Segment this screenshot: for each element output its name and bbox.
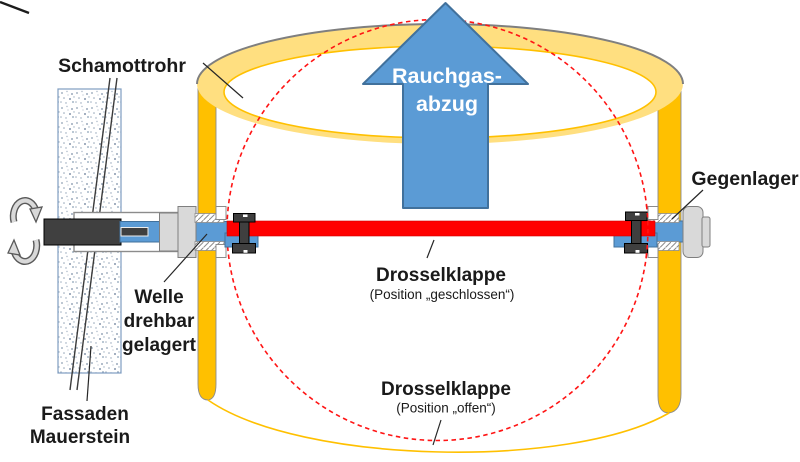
label-damper-open-position: (Position „offen“) <box>396 401 496 416</box>
rotation-arrows-icon <box>7 197 44 265</box>
exhaust-arrow: Rauchgas- abzug <box>362 2 529 209</box>
handle-bar <box>43 218 122 246</box>
damper-open-outline-overlay <box>645 204 649 259</box>
leader-damper-closed <box>426 239 435 259</box>
label-damper-closed-title: Drosselklappe <box>376 265 506 286</box>
leader-flue-pipe <box>202 62 244 99</box>
label-masonry-line2: Mauerstein <box>30 427 130 448</box>
shaft-pin-slot <box>120 227 149 237</box>
collar <box>159 212 179 252</box>
label-damper-open-title: Drosselklappe <box>381 379 511 400</box>
label-shaft-line1: Welle <box>134 287 183 308</box>
label-damper-closed-position: (Position „geschlossen“) <box>370 287 515 302</box>
leader-lines <box>86 62 704 446</box>
exhaust-label-line1: Rauchgas- <box>392 64 502 88</box>
damper-closed-assembly <box>224 211 658 254</box>
counter-bearing-assembly <box>645 206 711 258</box>
leader-counter-bearing <box>671 189 704 220</box>
block-arrow-up-icon <box>362 2 529 209</box>
labels: Schamottrohr Gegenlager Welle drehbar ge… <box>30 55 799 448</box>
leader-shaft <box>163 233 208 283</box>
label-shaft-line2: drehbar <box>124 311 195 332</box>
flange-nut <box>177 206 197 258</box>
inner-flange-tab-top-right <box>647 206 659 220</box>
inner-flange-tab-bottom <box>215 244 227 258</box>
damper-plate-closed <box>226 220 656 237</box>
flue-pipe-bottom-edge <box>207 399 670 453</box>
leader-masonry <box>86 345 92 402</box>
exhaust-label-line2: abzug <box>416 92 478 116</box>
label-flue-pipe: Schamottrohr <box>58 55 186 77</box>
label-shaft-line3: gelagert <box>122 335 197 356</box>
bearing-cap-tab <box>701 216 711 248</box>
leader-damper-open <box>432 419 442 446</box>
inner-flange-tab-top <box>215 206 227 220</box>
clamp-bolt-left <box>232 213 256 254</box>
corner-leader-fragment <box>0 0 30 15</box>
bearing-cap <box>682 206 704 258</box>
label-masonry-line1: Fassaden <box>41 404 129 425</box>
label-counter-bearing: Gegenlager <box>691 168 799 190</box>
